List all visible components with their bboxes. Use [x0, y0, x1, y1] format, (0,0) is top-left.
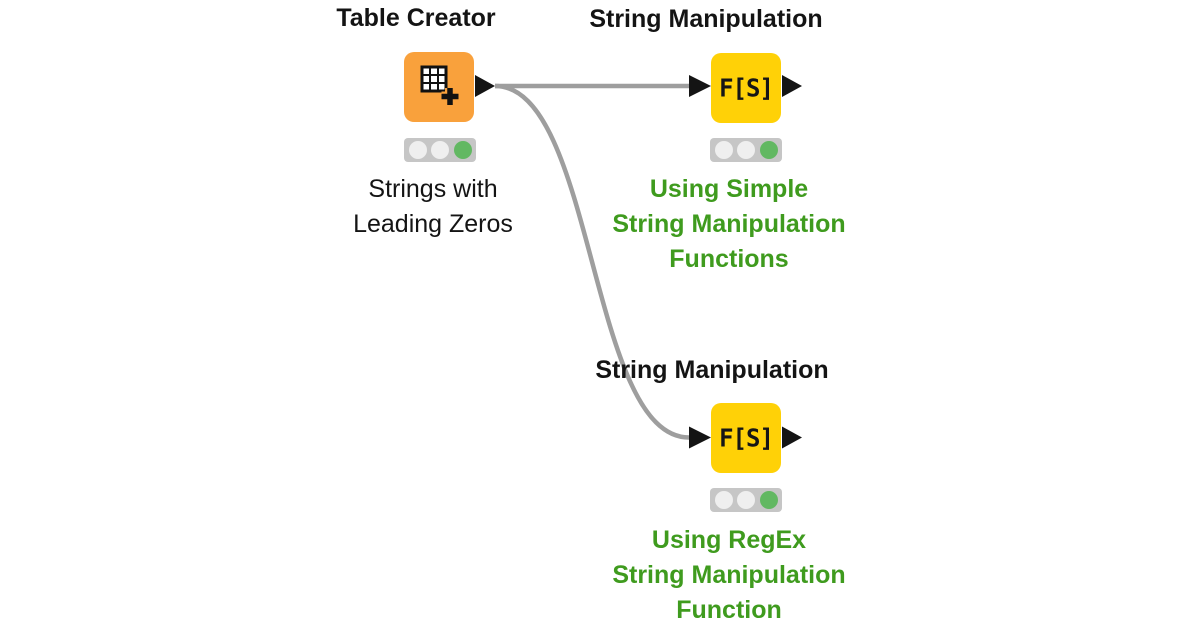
traffic-light-string-manipulation-bottom	[710, 488, 782, 512]
node-annotation-table-creator[interactable]: Strings with Leading Zeros	[333, 172, 533, 242]
status-light-green-on	[759, 141, 778, 159]
traffic-light-string-manipulation-top	[710, 138, 782, 162]
node-string-manipulation-bottom[interactable]: F[S]	[711, 403, 781, 473]
node-title-string-manipulation-bottom: String Manipulation	[595, 356, 829, 384]
table-plus-icon	[420, 65, 459, 105]
annotation-line: Function	[676, 596, 782, 624]
node-title-string-manipulation-top: String Manipulation	[589, 5, 823, 33]
annotation-line: Strings with	[368, 175, 498, 203]
fs-icon: F[S]	[719, 73, 774, 103]
node-table-creator[interactable]	[404, 52, 474, 122]
status-light-green-on	[453, 141, 472, 159]
output-port-string-manipulation-top[interactable]	[782, 75, 802, 97]
status-light-yellow-off	[737, 141, 755, 159]
status-light-yellow-off	[737, 491, 755, 509]
status-light-green-on	[759, 491, 778, 509]
output-port-string-manipulation-bottom[interactable]	[782, 426, 802, 449]
input-port-string-manipulation-top[interactable]	[689, 75, 711, 97]
annotation-line: Using RegEx	[651, 526, 807, 554]
annotation-line: String Manipulation	[612, 561, 846, 589]
node-title-table-creator: Table Creator	[336, 4, 496, 32]
node-annotation-string-manipulation-bottom[interactable]: Using RegEx String Manipulation Function	[599, 523, 859, 628]
annotation-line: Leading Zeros	[353, 210, 513, 238]
annotation-line: Using Simple	[649, 175, 809, 203]
input-port-string-manipulation-bottom[interactable]	[689, 426, 711, 449]
output-port-table-creator[interactable]	[475, 75, 495, 97]
fs-icon: F[S]	[719, 423, 774, 453]
node-string-manipulation-top[interactable]: F[S]	[711, 53, 781, 123]
node-annotation-string-manipulation-top[interactable]: Using Simple String Manipulation Functio…	[599, 172, 859, 277]
status-light-red-off	[714, 141, 733, 159]
status-light-red-off	[714, 491, 733, 509]
status-light-yellow-off	[431, 141, 449, 159]
annotation-line: String Manipulation	[612, 210, 846, 238]
traffic-light-table-creator	[404, 138, 476, 162]
annotation-line: Functions	[669, 245, 789, 273]
connection-wire-bottom[interactable]	[494, 83, 690, 440]
status-light-red-off	[408, 141, 427, 159]
